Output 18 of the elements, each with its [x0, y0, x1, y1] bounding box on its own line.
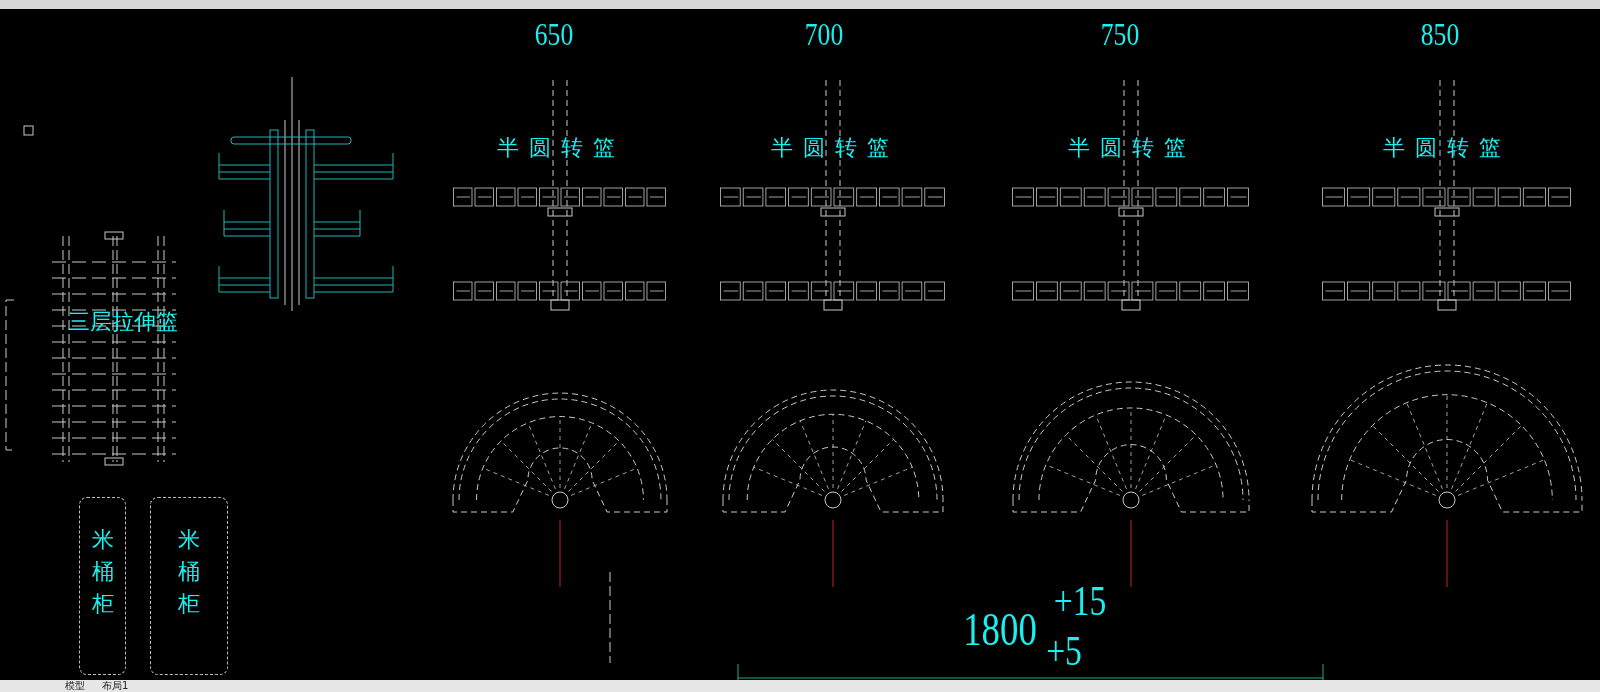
drawing-label: 半圆转篮	[1383, 137, 1511, 159]
cabinet-label: 米桶柜	[178, 526, 200, 618]
drawing-label: 三层拉伸篮	[68, 311, 178, 333]
dimension-value: +5	[1046, 630, 1082, 672]
drawing-label: 半圆转篮	[1068, 137, 1196, 159]
dimension-value: 750	[1100, 18, 1140, 50]
cabinet-label: 米桶柜	[91, 526, 114, 618]
tab-label: 模型	[65, 681, 85, 691]
tab-label: 布局1	[102, 681, 129, 691]
cabinet-outline	[150, 497, 228, 675]
dimension-value: 650	[534, 18, 574, 50]
drawing-label: 半圆转篮	[771, 137, 899, 159]
drawing-label: 半圆转篮	[497, 137, 625, 159]
cabinet-outline	[79, 497, 126, 675]
dimension-value: +15	[1053, 580, 1107, 622]
dimension-value: 1800	[963, 607, 1037, 653]
dimension-value: 700	[804, 18, 844, 50]
dimension-value: 850	[1420, 18, 1460, 50]
